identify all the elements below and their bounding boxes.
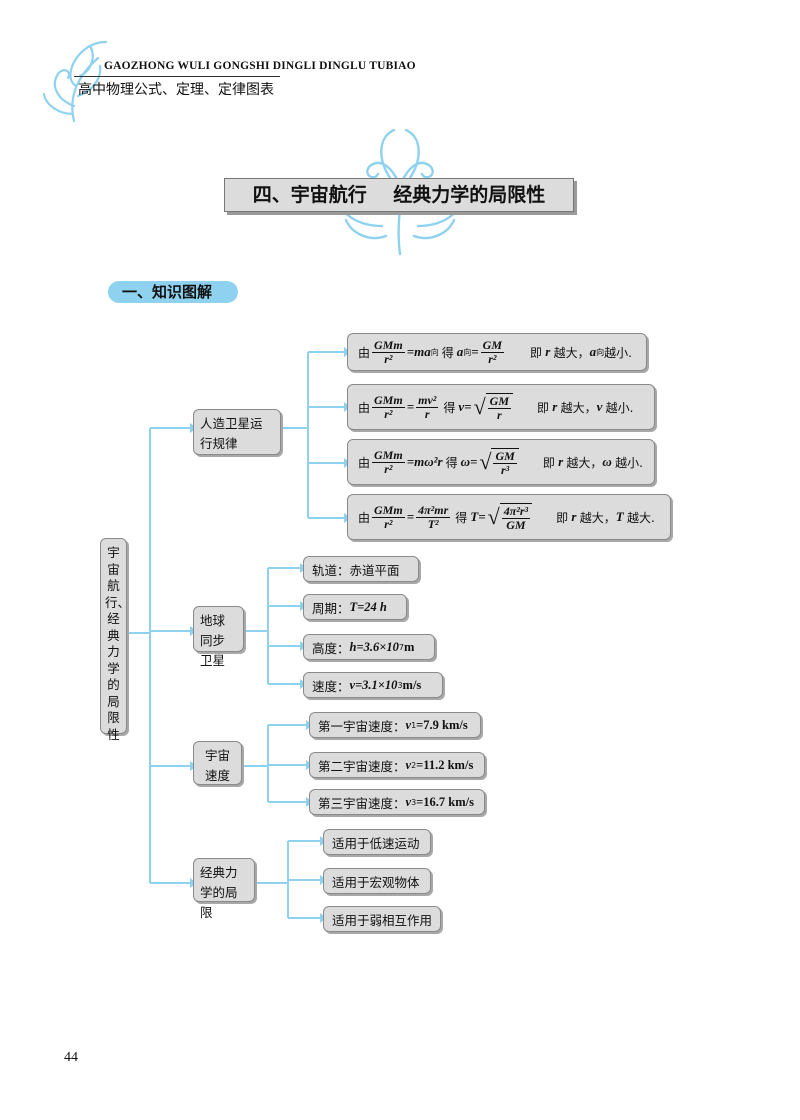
leaf-orbit: 轨道：赤道平面 (303, 556, 419, 582)
category-label: 人造卫星运行规律 (200, 416, 263, 451)
category-label: 地球同步卫星 (200, 613, 226, 668)
category-geostationary-satellite: 地球同步卫星 (193, 606, 244, 668)
category-cosmic-velocity: 宇宙速度 (193, 741, 242, 785)
leaf-weak-interaction: 适用于弱相互作用 (323, 906, 441, 932)
category-classical-mechanics-limits: 经典力学的局限 (193, 858, 255, 920)
leaf-macroscopic: 适用于宏观物体 (323, 868, 431, 894)
section-label: 一、知识图解 (108, 281, 238, 303)
category-label: 经典力学的局限 (200, 865, 238, 920)
leaf-period: 周期：T=24 h (303, 594, 407, 620)
page-title: 四、宇宙航行 经典力学的局限性 (224, 178, 574, 212)
category-satellite-motion: 人造卫星运行规律 (193, 409, 281, 455)
header-cn-title: 高中物理公式、定理、定律图表 (74, 76, 280, 101)
page-number: 44 (64, 1050, 78, 1065)
root-label: 宇宙航行、经典力学的局限性 (105, 545, 131, 742)
leaf-low-speed: 适用于低速运动 (323, 829, 431, 855)
corner-ornament (42, 40, 108, 123)
header-pinyin-title: GAOZHONG WULI GONGSHI DINGLI DINGLU TUBI… (104, 60, 416, 72)
category-label: 宇宙速度 (204, 748, 230, 783)
root-node: 宇宙航行、经典力学的局限性 (100, 538, 130, 742)
